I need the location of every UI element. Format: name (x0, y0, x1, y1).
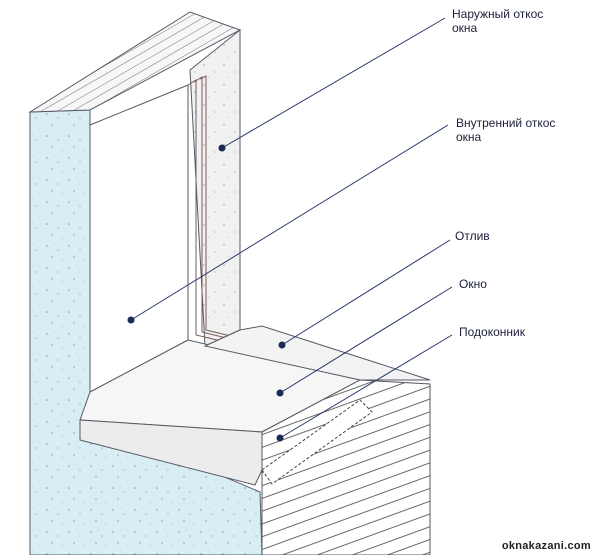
dot-drip (278, 341, 286, 349)
inner-slope-face (89, 84, 189, 393)
label-inner-slope-line1: Внутренний откос (456, 116, 556, 130)
leader-outer-slope (221, 17, 446, 149)
leader-window (279, 286, 453, 394)
label-inner-slope: Внутренний откос окна (456, 116, 555, 144)
dot-inner-slope (127, 316, 135, 324)
label-window: Окно (459, 277, 487, 291)
leader-drip (281, 239, 451, 346)
label-outer-slope-line2: окна (452, 21, 478, 35)
label-outer-slope: Наружный откос окна (452, 7, 543, 35)
foam-insulation (261, 399, 373, 485)
leader-sill (279, 334, 453, 439)
dot-sill (276, 434, 284, 442)
leader-dots (127, 144, 286, 442)
leader-inner-slope (130, 124, 449, 321)
drip-flashing (203, 325, 431, 381)
leader-lines (130, 17, 453, 439)
label-sill: Подоконник (459, 325, 525, 339)
label-inner-slope-line2: окна (456, 130, 482, 144)
watermark: oknakazani.com (501, 540, 591, 552)
dot-window (276, 389, 284, 397)
dot-outer-slope (218, 144, 226, 152)
label-drip: Отлив (455, 229, 490, 243)
label-outer-slope-line1: Наружный откос (452, 7, 544, 21)
window-sill-edge (79, 419, 263, 486)
outer-slope-wall (189, 28, 241, 347)
